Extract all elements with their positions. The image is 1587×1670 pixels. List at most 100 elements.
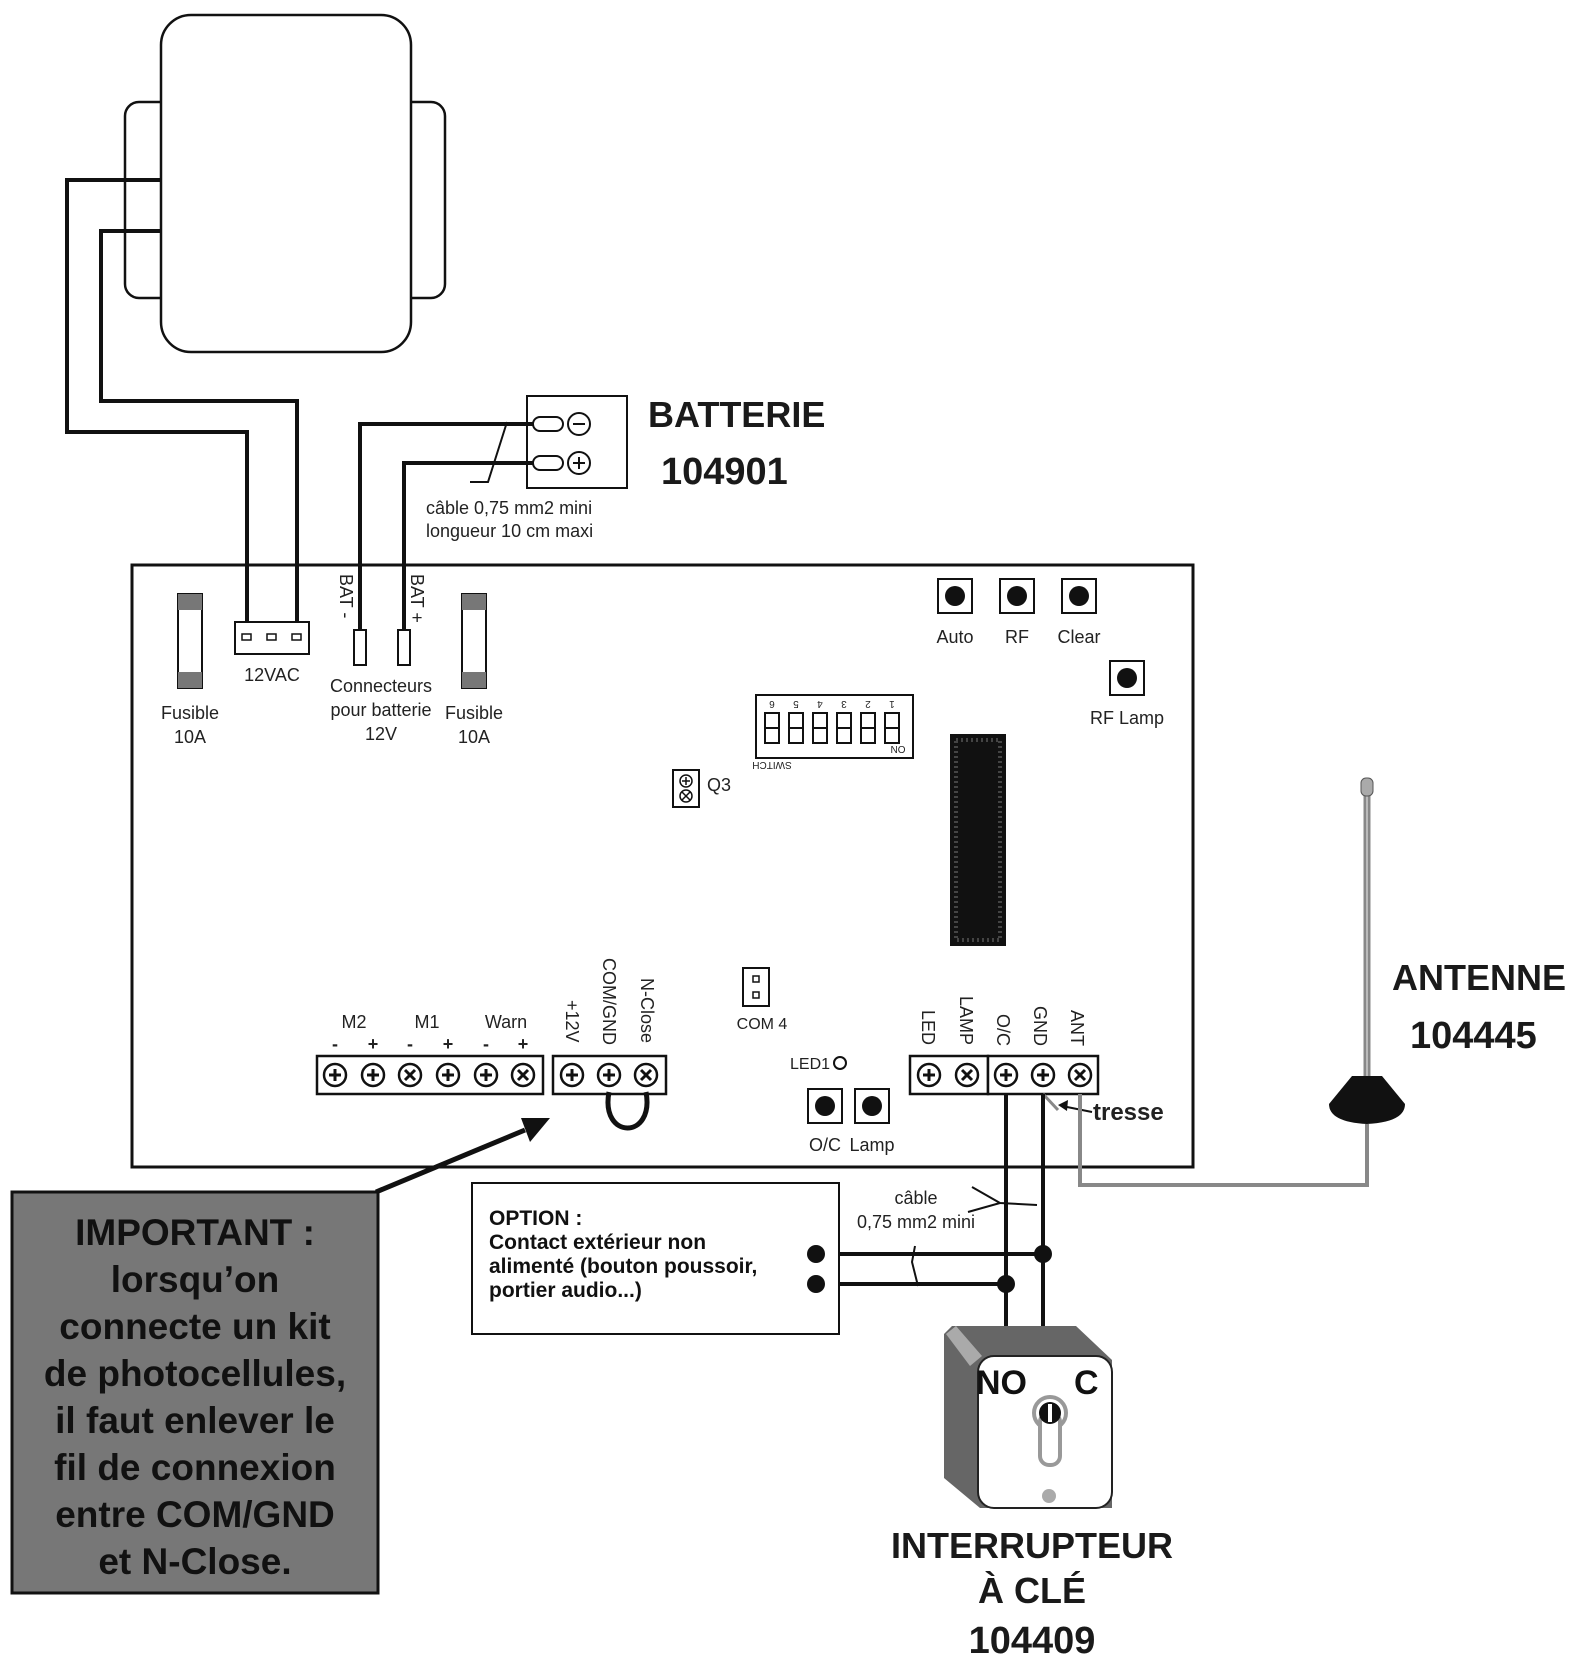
transformer-wires	[65, 178, 299, 625]
transformer	[123, 13, 447, 354]
antenna-title: ANTENNE	[1392, 957, 1566, 998]
screw-terminal-icon	[435, 1062, 461, 1088]
polarity-m2-plus: +	[368, 1034, 379, 1054]
oc-button[interactable]	[807, 1088, 843, 1124]
fuse-left-label-1: Fusible	[161, 703, 219, 723]
lamp-button[interactable]	[854, 1088, 890, 1124]
keyswitch-code: 104409	[969, 1620, 1096, 1662]
oc-button-label: O/C	[809, 1135, 841, 1155]
dip-number-1: 1	[889, 698, 895, 709]
dip-on-label: ON	[891, 743, 906, 754]
microcontroller-chip	[950, 734, 1006, 946]
terminal-label-n-close: N-Close	[637, 978, 657, 1043]
fuse-right	[461, 593, 487, 689]
important-box	[10, 1190, 380, 1595]
option-contact-dot-bottom	[807, 1275, 825, 1293]
screw-terminal-icon	[559, 1062, 585, 1088]
screw-terminal-icon	[954, 1062, 980, 1088]
battery-title: BATTERIE	[648, 394, 825, 435]
rf-lamp-label: RF Lamp	[1090, 708, 1164, 728]
dip-number-4: 4	[817, 698, 823, 709]
clear-button[interactable]	[1061, 578, 1097, 614]
battery-box	[526, 395, 628, 489]
jumper-wire	[605, 1091, 650, 1131]
option-box	[471, 1182, 840, 1335]
battery-wires	[358, 421, 533, 630]
antenna-icon	[1329, 777, 1405, 1124]
important-line-1: IMPORTANT :	[75, 1212, 315, 1253]
screw-terminal-icon	[596, 1062, 622, 1088]
screw-terminal-icon	[633, 1062, 659, 1088]
clear-button-label: Clear	[1057, 627, 1100, 647]
battery-cable-note-2: longueur 10 cm maxi	[426, 521, 593, 541]
dip-number-5: 5	[793, 698, 799, 709]
rf-lamp-button[interactable]	[1109, 660, 1145, 696]
polarity-warn-plus: +	[518, 1034, 529, 1054]
antenna-code: 104445	[1410, 1015, 1537, 1057]
terminal-label-led: LED	[918, 1010, 938, 1045]
battery-cable-note-1: câble 0,75 mm2 mini	[426, 498, 592, 518]
rf-button-label: RF	[1005, 627, 1029, 647]
keyswitch-title-1: INTERRUPTEUR	[891, 1525, 1173, 1566]
control-board	[130, 563, 1195, 1169]
keyswitch-c-label: C	[1074, 1364, 1099, 1402]
bat-connectors-label-3: 12V	[365, 724, 397, 744]
vac-label: 12VAC	[244, 665, 300, 685]
tresse-wire	[1041, 1092, 1060, 1112]
option-title: OPTION :	[489, 1207, 582, 1230]
option-cable-note-1: câble	[894, 1188, 937, 1208]
dip-number-3: 3	[841, 698, 847, 709]
rf-button[interactable]	[999, 578, 1035, 614]
bat-plus-connector	[397, 629, 411, 666]
led1-label: LED1	[790, 1056, 830, 1073]
tresse-label: tresse	[1093, 1099, 1164, 1126]
dip-switch-label: SWITCH	[752, 759, 791, 770]
terminal-label-oc: O/C	[993, 1014, 1013, 1046]
q3-label: Q3	[707, 775, 731, 795]
fuse-right-label-1: Fusible	[445, 703, 503, 723]
com4-label: COM 4	[737, 1016, 788, 1033]
polarity-m1-minus: -	[407, 1034, 413, 1054]
screw-terminal-icon	[397, 1062, 423, 1088]
motor-group-m1: M1	[414, 1012, 439, 1032]
fuse-right-label-2: 10A	[458, 727, 490, 747]
motor-group-m2: M2	[341, 1012, 366, 1032]
screw-terminal-icon	[916, 1062, 942, 1088]
keyswitch-no-label: NO	[976, 1364, 1027, 1402]
important-line-7: entre COM/GND	[55, 1494, 335, 1535]
important-line-8: et N-Close.	[98, 1541, 291, 1582]
bat-minus-connector	[353, 629, 367, 666]
important-line-4: de photocellules,	[44, 1353, 346, 1394]
polarity-m2-minus: -	[332, 1034, 338, 1054]
key-switch-icon	[944, 1326, 1113, 1509]
q3-component	[672, 769, 700, 808]
terminal-label-12v: +12V	[562, 1000, 582, 1043]
terminal-label-lamp: LAMP	[956, 996, 976, 1045]
terminal-label-ant: ANT	[1067, 1010, 1087, 1046]
bat-connectors-label-1: Connecteurs	[330, 676, 432, 696]
lamp-button-label: Lamp	[849, 1135, 894, 1155]
fuse-left	[177, 593, 203, 689]
polarity-warn-minus: -	[483, 1034, 489, 1054]
polarity-m1-plus: +	[443, 1034, 454, 1054]
important-arrow-line	[375, 1127, 526, 1195]
screw-terminal-icon	[993, 1062, 1019, 1088]
screw-terminal-icon	[510, 1062, 536, 1088]
keyswitch-title-2: À CLÉ	[978, 1570, 1086, 1611]
screw-terminal-icon	[1030, 1062, 1056, 1088]
screw-terminal-icon	[473, 1062, 499, 1088]
dip-number-2: 2	[865, 698, 871, 709]
dip-switch: 6 5 4 3 2 1 ON	[755, 694, 914, 759]
auto-button[interactable]	[937, 578, 973, 614]
motor-terminal-block	[315, 1054, 545, 1096]
important-line-2: lorsqu’on	[111, 1259, 280, 1300]
dip-number-6: 6	[769, 698, 775, 709]
tresse-arrowhead	[1058, 1100, 1068, 1111]
terminal-label-gnd: GND	[1030, 1006, 1050, 1046]
vac-connector	[234, 621, 310, 655]
bat-connectors-label-2: pour batterie	[330, 700, 431, 720]
auto-button-label: Auto	[936, 627, 973, 647]
dip-slots	[764, 712, 900, 744]
plus-terminal-icon	[567, 451, 591, 475]
